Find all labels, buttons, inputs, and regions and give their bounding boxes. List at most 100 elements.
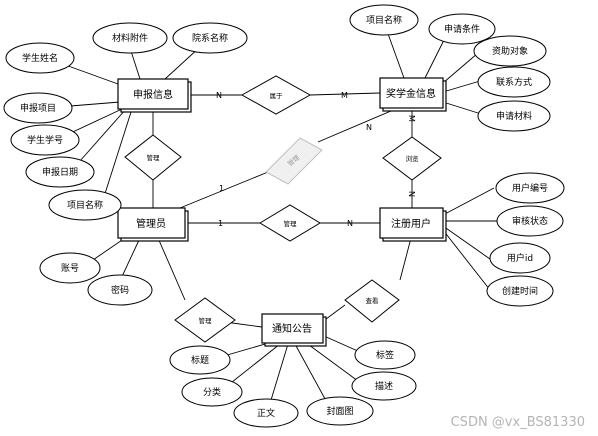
relationship-manage-apply: 管理 <box>124 134 182 181</box>
entity-scholarship-info: 奖学金信息 <box>379 77 447 112</box>
attribute-created-time: 创建时间 <box>486 275 554 307</box>
attribute-label: 申报日期 <box>42 166 78 178</box>
connector <box>442 225 491 260</box>
relationship-manage-scholarship: 管理 <box>265 137 323 185</box>
connector <box>442 52 479 84</box>
cardinality-label: M <box>407 115 416 122</box>
attribute-label: 账号 <box>61 263 79 274</box>
relationship-view: 查看 <box>344 279 400 323</box>
attribute-label: 申报项目 <box>20 102 56 114</box>
attribute-label: 资助对象 <box>492 45 528 57</box>
connector <box>294 343 331 409</box>
attribute-tag: 标签 <box>354 340 416 370</box>
connector <box>101 108 133 204</box>
connector <box>317 107 399 143</box>
attribute-label: 学生姓名 <box>22 52 58 64</box>
relationship-browse: 浏览 <box>382 136 442 181</box>
relationship-manage-user: 管理 <box>259 204 321 242</box>
attribute-label: 描述 <box>375 380 393 392</box>
relationship-label: 管理 <box>284 219 298 228</box>
attribute-project-name: 项目名称 <box>48 189 122 221</box>
attribute-password: 密码 <box>87 274 153 306</box>
attribute-user-number: 用户编号 <box>495 172 565 204</box>
attribute-department-name: 院系名称 <box>172 22 248 54</box>
relationship-label: 管理 <box>147 153 161 162</box>
connector <box>157 237 186 301</box>
attribute-label: 院系名称 <box>192 32 228 44</box>
connectors <box>57 30 498 411</box>
attribute-category: 分类 <box>181 377 243 407</box>
attribute-label: 学生学号 <box>27 134 63 146</box>
connector <box>59 62 119 85</box>
attribute-apply-materials: 申请材料 <box>477 100 551 132</box>
entity-label: 奖学金信息 <box>386 87 436 100</box>
entity-label: 注册用户 <box>391 217 431 230</box>
attribute-user-id: 用户id <box>489 242 551 274</box>
cardinality-label: 1 <box>218 219 223 228</box>
connector <box>442 101 479 114</box>
cardinality-label: M <box>341 91 348 100</box>
relationship-manage-notice: 管理 <box>174 297 236 343</box>
attribute-label: 用户编号 <box>512 182 548 194</box>
cardinality-label: N <box>347 219 353 228</box>
relationship-label: 浏览 <box>406 154 420 163</box>
connector <box>386 30 405 79</box>
attribute-label: 项目名称 <box>366 14 402 26</box>
attribute-title: 标题 <box>169 345 231 375</box>
entity-label: 申报信息 <box>133 88 173 101</box>
cardinality-label: N <box>366 123 372 132</box>
attribute-apply-conditions: 申请条件 <box>428 13 496 45</box>
entity-label: 通知公告 <box>272 322 312 335</box>
attribute-apply-project: 申报项目 <box>3 92 73 124</box>
attribute-apply-date: 申报日期 <box>25 156 95 188</box>
attribute-description: 描述 <box>351 371 417 401</box>
attribute-label: 正文 <box>257 407 275 419</box>
relationship-label: 查看 <box>366 296 380 305</box>
relationship-belongs: 属于 <box>240 75 312 115</box>
attribute-scholarship-project-name: 项目名称 <box>349 4 419 36</box>
connector <box>442 80 481 93</box>
attribute-label: 申请材料 <box>496 110 532 122</box>
connector <box>164 46 201 80</box>
connector <box>399 237 412 281</box>
attribute-label: 密码 <box>111 284 129 296</box>
attribute-cover-image: 封面图 <box>306 396 374 426</box>
attribute-label: 创建时间 <box>502 285 538 297</box>
attribute-label: 封面图 <box>326 405 353 417</box>
cardinality-label: N <box>407 191 416 197</box>
attribute-label: 申请条件 <box>444 23 480 35</box>
attribute-label: 标签 <box>376 349 394 361</box>
entity-registered-user: 注册用户 <box>379 207 447 242</box>
attribute-contact: 联系方式 <box>477 66 551 98</box>
entity-admin: 管理员 <box>117 207 189 242</box>
cardinality-label: N <box>216 91 222 100</box>
entity-apply-info: 申报信息 <box>117 78 192 113</box>
connector <box>179 171 269 209</box>
watermark: CSDN @vx_BS81330 <box>451 415 585 430</box>
attribute-student-id: 学生学号 <box>10 124 80 156</box>
connector <box>304 341 363 385</box>
connector <box>442 229 491 291</box>
attribute-account: 账号 <box>39 252 101 284</box>
attribute-student-name: 学生姓名 <box>5 42 75 74</box>
attribute-label: 材料附件 <box>112 32 148 44</box>
attribute-material-attachment: 材料附件 <box>92 22 168 54</box>
connector <box>309 92 381 96</box>
entity-notice: 通知公告 <box>261 313 327 347</box>
relationship-label: 属于 <box>270 92 284 100</box>
connector <box>442 187 495 216</box>
cardinality-labels: N M M N 1 N 1 N <box>216 91 416 228</box>
attribute-label: 用户id <box>507 252 533 264</box>
attribute-label: 分类 <box>203 386 221 398</box>
relationship-label: 管理 <box>199 316 213 325</box>
attribute-label: 标题 <box>191 354 209 366</box>
attribute-label: 项目名称 <box>67 199 103 211</box>
attribute-label: 审核状态 <box>512 215 548 227</box>
cardinality-label: 1 <box>219 184 224 193</box>
attribute-review-status: 审核状态 <box>496 205 564 237</box>
attribute-funding-target: 资助对象 <box>473 35 547 67</box>
attribute-body: 正文 <box>233 398 299 428</box>
entity-label: 管理员 <box>136 217 166 230</box>
